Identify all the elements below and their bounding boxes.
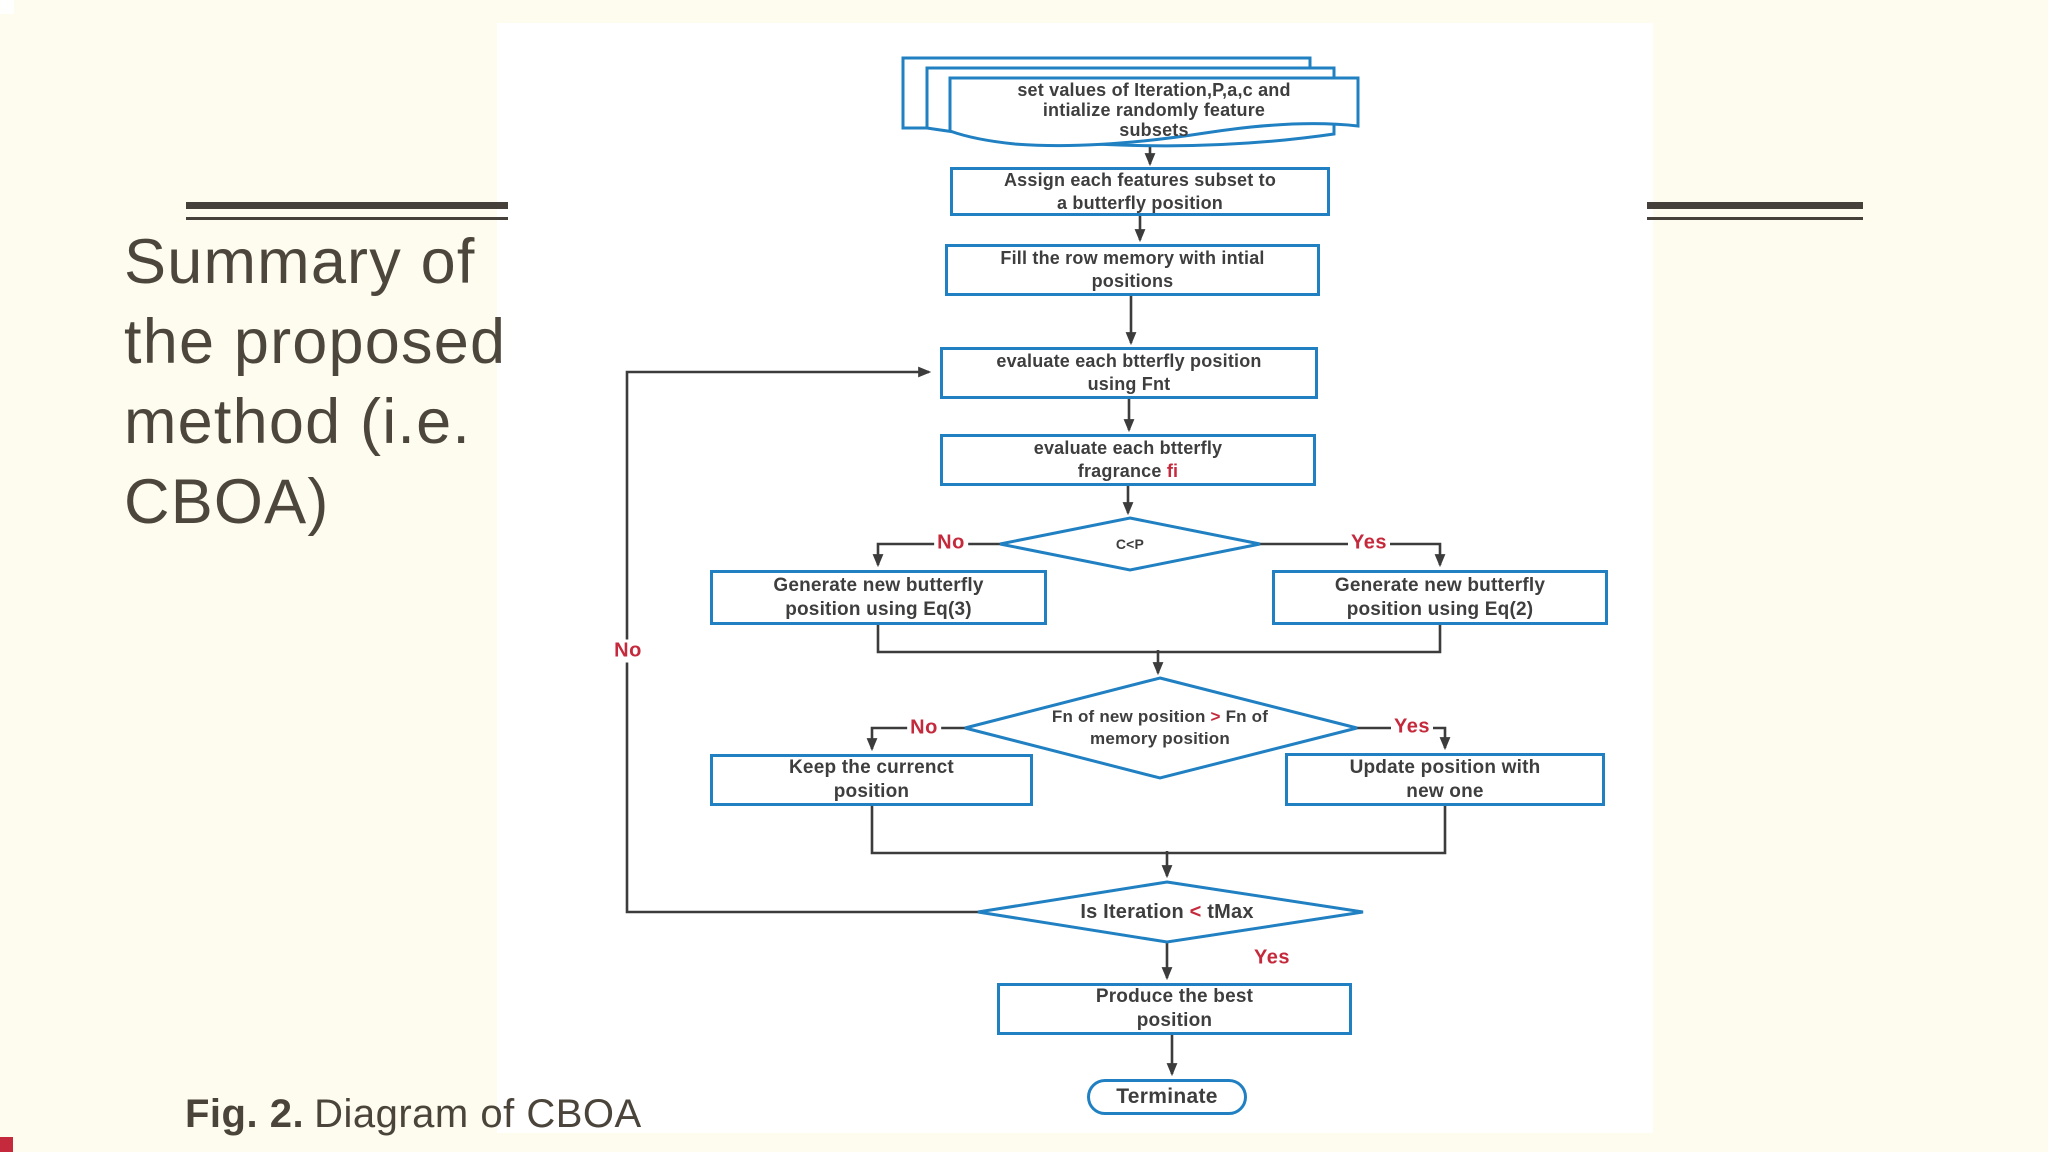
node-line: Update position with	[1349, 756, 1541, 778]
left-double-rule-thin	[186, 217, 508, 220]
title-line: the proposed	[124, 307, 507, 377]
title-line: CBOA)	[124, 467, 330, 537]
node-line: Produce the best	[1095, 986, 1254, 1007]
node-line: a butterfly position	[1057, 192, 1223, 213]
node-line: new one	[1406, 780, 1484, 802]
node-line: position	[1136, 1010, 1213, 1031]
right-double-rule-thick	[1647, 202, 1863, 209]
node-evaluate-fragrance: evaluate each btterfly fragrance fi	[940, 434, 1316, 486]
node-generate-eq2: Generate new butterfly position using Eq…	[1272, 570, 1608, 625]
terminate-label: Terminate	[1116, 1085, 1218, 1108]
node-generate-eq3: Generate new butterfly position using Eq…	[710, 570, 1047, 625]
branch-label-cp-no: No	[934, 531, 968, 555]
node-line: Fill the row memory with intial	[1000, 248, 1265, 268]
branch-label-fn-no: No	[907, 716, 941, 740]
node-line: position	[833, 781, 910, 802]
node-update-position: Update position with new one	[1285, 753, 1605, 806]
node-line: using Fnt	[1087, 374, 1171, 394]
node-line-text: fragrance	[1077, 461, 1167, 481]
node-line: position using Eq(2)	[1346, 598, 1534, 620]
node-evaluate-position: evaluate each btterfly position using Fn…	[940, 347, 1318, 399]
node-line: position using Eq(3)	[785, 598, 972, 620]
node-line: evaluate each btterfly position	[996, 351, 1262, 371]
node-line: Assign each features subset to	[1003, 169, 1277, 190]
node-line: positions	[1091, 271, 1174, 291]
node-line: Generate new butterfly	[773, 574, 984, 596]
node-terminate: Terminate	[1087, 1079, 1247, 1115]
slide-title: Summary of the proposed method (i.e. CBO…	[124, 222, 644, 542]
figure-caption: Fig. 2.Diagram of CBOA	[185, 1092, 642, 1137]
left-double-rule-thick	[186, 202, 508, 209]
title-line: Summary of	[124, 227, 476, 297]
right-double-rule-thin	[1647, 217, 1863, 220]
branch-label-fn-yes: Yes	[1391, 715, 1433, 739]
node-line: evaluate each btterfly	[1033, 438, 1223, 458]
corner-artifact-top-left	[0, 0, 14, 14]
branch-label-iter-yes: Yes	[1251, 946, 1293, 970]
node-produce-best: Produce the best position	[997, 983, 1352, 1035]
node-line-highlight: fi	[1166, 461, 1179, 481]
figure-caption-text: Diagram of CBOA	[314, 1092, 642, 1136]
node-keep-position: Keep the currenct position	[710, 754, 1033, 806]
corner-artifact-bottom-left	[0, 1137, 13, 1152]
node-line: Generate new butterfly	[1334, 574, 1546, 596]
node-line: fragrance fi	[1078, 460, 1178, 483]
title-line: method (i.e.	[124, 387, 472, 457]
branch-label-cp-yes: Yes	[1348, 531, 1390, 555]
node-fill-memory: Fill the row memory with intial position…	[945, 244, 1320, 296]
branch-label-iter-no: No	[611, 639, 645, 663]
node-line: Keep the currenct	[789, 757, 954, 778]
node-assign-features: Assign each features subset to a butterf…	[950, 167, 1330, 216]
figure-caption-label: Fig. 2.	[185, 1092, 305, 1136]
